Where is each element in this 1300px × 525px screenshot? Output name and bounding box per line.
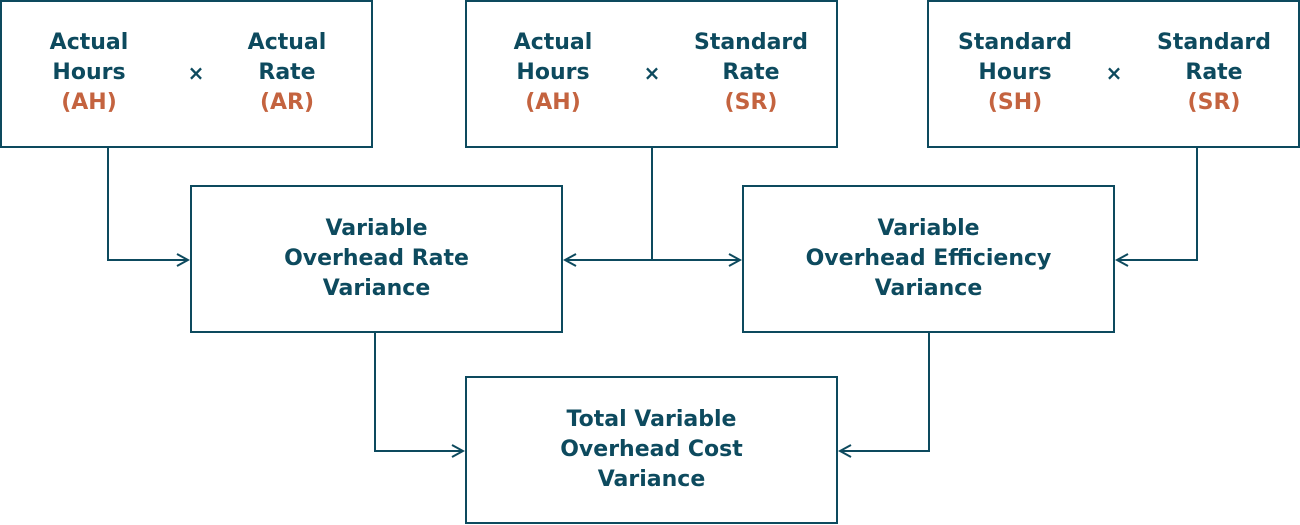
- variable-overhead-efficiency-variance-box: Variable Overhead Efficiency Variance: [742, 185, 1115, 333]
- variance-label-line: Variable: [325, 216, 428, 241]
- factor-abbreviation: (SR): [1187, 90, 1241, 115]
- factor-abbreviation: (AH): [61, 90, 117, 115]
- factor-label: Standard: [957, 30, 1073, 55]
- standard-rate-factor: Standard Rate (SR): [1139, 28, 1289, 118]
- factor-abbreviation: (SR): [724, 90, 778, 115]
- actual-hours-factor: Actual Hours (AH): [478, 28, 628, 118]
- factor-abbreviation: (SH): [987, 90, 1043, 115]
- factor-label: Rate: [258, 60, 316, 85]
- multiply-sign: ×: [187, 61, 205, 85]
- variance-label-line: Variance: [597, 467, 706, 492]
- variance-label-line: Variance: [322, 276, 431, 301]
- factor-abbreviation: (AR): [259, 90, 315, 115]
- standard-hours-factor: Standard Hours (SH): [940, 28, 1090, 118]
- variance-label-line: Variance: [874, 276, 983, 301]
- arrow-box3-to-efficiency-variance: [1117, 147, 1198, 260]
- actual-rate-factor: Actual Rate (AR): [212, 28, 362, 118]
- arrow-rate-to-total-variance: [374, 332, 463, 451]
- variance-label-line: Total Variable: [566, 407, 737, 432]
- actual-hours-times-actual-rate-box: Actual Hours (AH) × Actual Rate (AR): [0, 0, 373, 148]
- factor-label: Actual: [49, 30, 129, 55]
- efficiency-variance-label: Variable Overhead Efficiency Variance: [744, 214, 1113, 304]
- variance-label-line: Overhead Efficiency: [805, 246, 1052, 271]
- variable-overhead-rate-variance-box: Variable Overhead Rate Variance: [190, 185, 563, 333]
- actual-hours-factor: Actual Hours (AH): [14, 28, 164, 118]
- multiply-sign: ×: [1105, 61, 1123, 85]
- arrow-box1-to-rate-variance: [107, 147, 188, 260]
- arrow-efficiency-to-total-variance: [840, 332, 930, 451]
- variance-label-line: Overhead Cost: [560, 437, 743, 462]
- factor-label: Hours: [52, 60, 126, 85]
- standard-hours-times-standard-rate-box: Standard Hours (SH) × Standard Rate (SR): [927, 0, 1300, 148]
- total-variance-label: Total Variable Overhead Cost Variance: [467, 405, 836, 495]
- factor-label: Standard: [693, 30, 809, 55]
- rate-variance-label: Variable Overhead Rate Variance: [192, 214, 561, 304]
- factor-label: Rate: [722, 60, 780, 85]
- variance-label-line: Overhead Rate: [284, 246, 469, 271]
- factor-label: Hours: [978, 60, 1052, 85]
- standard-rate-factor: Standard Rate (SR): [676, 28, 826, 118]
- actual-hours-times-standard-rate-box: Actual Hours (AH) × Standard Rate (SR): [465, 0, 838, 148]
- multiply-sign: ×: [643, 61, 661, 85]
- factor-label: Actual: [513, 30, 593, 55]
- factor-label: Standard: [1156, 30, 1272, 55]
- variance-label-line: Variable: [877, 216, 980, 241]
- factor-label: Actual: [247, 30, 327, 55]
- factor-label: Rate: [1185, 60, 1243, 85]
- factor-abbreviation: (AH): [525, 90, 581, 115]
- factor-label: Hours: [516, 60, 590, 85]
- total-variable-overhead-cost-variance-box: Total Variable Overhead Cost Variance: [465, 376, 838, 524]
